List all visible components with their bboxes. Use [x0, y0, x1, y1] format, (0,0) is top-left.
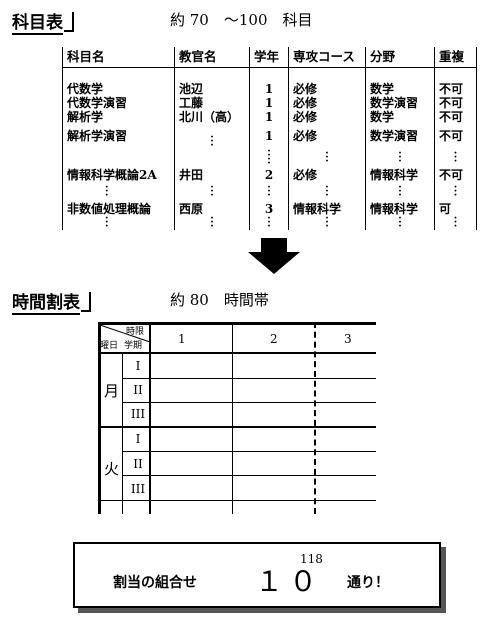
- ellipsis-row: ··················: [62, 182, 477, 202]
- combination-suffix: 通り！: [347, 575, 389, 591]
- ellipsis-row: ·············: [62, 147, 477, 169]
- course-section-title: 科目表: [12, 8, 74, 35]
- period-header: 2: [270, 332, 278, 346]
- combination-result-box: 割当の組合せ １０ 118 通り！: [73, 542, 441, 608]
- combination-base: １０: [255, 565, 324, 598]
- corner-diagonal: [99, 324, 151, 343]
- term-label: III: [130, 482, 146, 496]
- course-header-row: 科目名 教官名 学年 専攻コース 分野 重複: [62, 47, 477, 68]
- combination-prefix: 割当の組合せ: [113, 575, 197, 591]
- period-header: 3: [344, 332, 352, 346]
- timetable-section-title: 時間割表: [12, 288, 91, 315]
- ellipsis-row: ··················: [62, 214, 477, 232]
- course-count-caption: 約 70 ～100 科目: [170, 11, 313, 29]
- combination-exponent: 118: [300, 552, 323, 566]
- term-label: I: [135, 359, 141, 373]
- header-teacher: 教官名: [174, 47, 250, 68]
- corner-term-label: 学期: [124, 341, 143, 351]
- term-label: II: [133, 383, 143, 397]
- timetable-grid: 時限 学期 曜日 1 2 3 月 火 I II III I II III: [98, 322, 376, 514]
- term-label: III: [130, 407, 146, 421]
- header-field: 分野: [365, 47, 435, 68]
- term-label: I: [135, 432, 141, 446]
- header-course: 専攻コース: [288, 47, 366, 68]
- corner-period-label: 時限: [126, 327, 145, 337]
- period-header: 1: [178, 332, 186, 346]
- corner-day-label: 曜日: [100, 341, 119, 351]
- timeslot-count-caption: 約 80 時間帯: [170, 291, 269, 309]
- header-year: 学年: [249, 47, 289, 68]
- term-label: II: [133, 457, 143, 471]
- header-course-name: 科目名: [62, 47, 175, 68]
- day-label-tue: 火: [104, 460, 120, 478]
- down-arrow-icon: [248, 238, 300, 274]
- day-label-mon: 月: [104, 382, 120, 400]
- header-overlap: 重複: [434, 47, 477, 68]
